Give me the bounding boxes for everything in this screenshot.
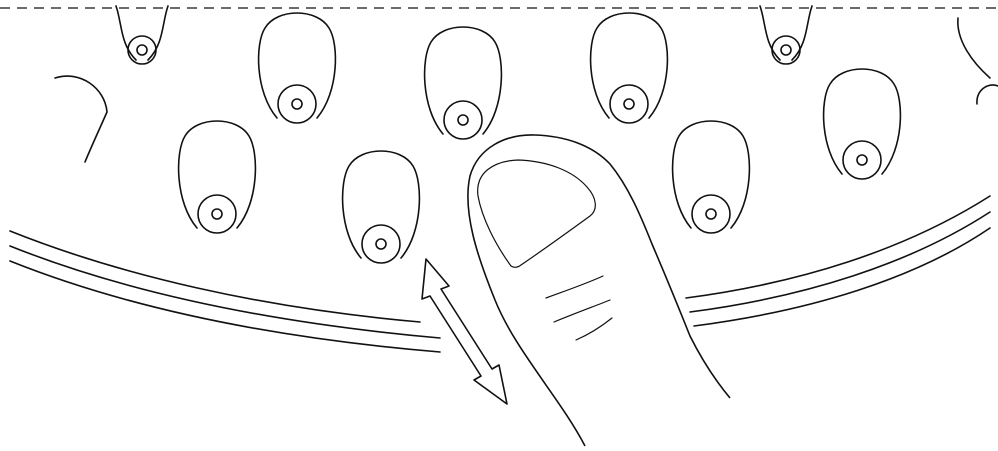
nozzle-ring [691,194,731,234]
knuckle-creases [545,275,613,341]
nozzle [341,150,421,264]
nozzle-ring [443,100,483,140]
nozzle-hole [136,44,148,56]
nozzle [115,5,169,65]
nozzle-ring [127,35,157,65]
nozzle-group [115,5,902,264]
partial-nozzle-right-ring [976,84,998,105]
nozzle-hole [375,238,387,250]
nozzle-outline [822,68,902,175]
nozzle-hole [457,114,469,126]
partial-nozzle-right [957,17,991,79]
nozzle-outline [341,150,421,259]
rim-lines-right [685,195,991,327]
nozzle-outline [177,120,257,229]
nozzle-ring [842,140,882,180]
nozzle-ring [771,35,801,65]
nozzle [759,5,813,65]
partial-nozzle-left [54,75,108,163]
nozzle-ring [609,84,649,124]
nozzle [671,120,751,234]
nozzle-hole [856,154,868,166]
nozzle-hole [780,44,792,56]
nozzle-outline [671,120,751,229]
nozzle-outline [257,12,337,119]
nozzle-outline [759,5,813,61]
nozzle-outline [589,12,669,119]
nozzle [822,68,902,180]
finger-icon [467,134,731,447]
fingernail [477,159,596,268]
nozzle [177,120,257,234]
nozzle-hole [291,98,303,110]
double-headed-arrow-icon [421,258,508,405]
nozzle-ring [361,224,401,264]
nozzle-ring [197,194,237,234]
nozzle-outline [423,26,503,135]
nozzle [423,26,503,140]
nozzle-outline [115,5,169,61]
nozzle [589,12,669,124]
nozzle-hole [705,208,717,220]
nozzle-ring [277,84,317,124]
nozzle [257,12,337,124]
nozzle-hole [623,98,635,110]
nozzle-hole [211,208,223,220]
rim-lines-left [9,230,441,353]
